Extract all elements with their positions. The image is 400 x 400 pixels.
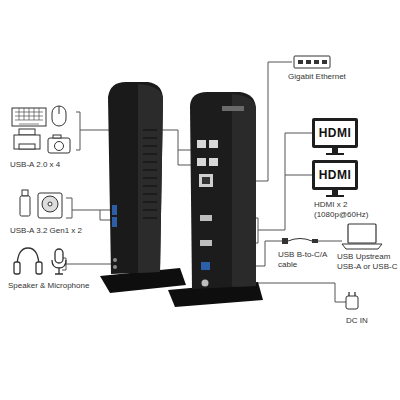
front-dock xyxy=(100,82,186,293)
usb-cable-icon xyxy=(282,238,318,244)
ethernet-port xyxy=(199,174,213,187)
printer-tray xyxy=(19,144,35,149)
dock-body xyxy=(108,82,163,274)
dc-jack xyxy=(202,280,209,287)
dock-body xyxy=(190,92,256,289)
leader-lines xyxy=(62,62,346,302)
port-label: USB Upstream USB-A or USB-C xyxy=(337,252,400,272)
monitor-stand xyxy=(332,190,338,195)
port-label: DC IN xyxy=(346,316,386,326)
monitor-foot xyxy=(326,195,344,197)
mouse-button xyxy=(59,106,60,114)
usb-port xyxy=(209,140,218,148)
microphone-icon xyxy=(55,249,63,263)
usb2-devices xyxy=(12,106,70,153)
flash-drive-cap xyxy=(22,190,28,196)
ethernet-port-inner xyxy=(202,177,210,184)
audio-jack xyxy=(113,258,117,262)
monitor-foot xyxy=(326,153,344,155)
usb3-leader xyxy=(66,198,114,220)
ethernet-device xyxy=(294,56,330,68)
camera-icon xyxy=(48,138,70,153)
audio-devices xyxy=(14,248,66,274)
usb-port xyxy=(197,158,206,166)
monitor-text: HDMI xyxy=(319,168,352,182)
port-label: USB-A 2.0 x 4 xyxy=(10,160,90,170)
audio-jack xyxy=(113,265,117,269)
network-switch-icon xyxy=(294,56,330,68)
usb3-port xyxy=(112,217,117,227)
port-label: Speaker & Microphone xyxy=(8,281,108,291)
hdmi-monitor: HDMI xyxy=(312,160,358,190)
hard-drive-platter xyxy=(42,196,58,212)
camera-lens xyxy=(55,142,64,151)
keyboard-keys xyxy=(15,108,43,124)
printer-paper xyxy=(19,129,35,135)
audio-leader xyxy=(62,258,114,270)
mouse-icon xyxy=(52,106,66,126)
dock-badge xyxy=(222,106,244,111)
headphone-cup xyxy=(36,262,42,274)
usb-port xyxy=(209,158,218,166)
usb3-devices xyxy=(20,190,62,218)
port-label: USB-A 3.2 Gen1 x 2 xyxy=(10,226,100,236)
dock-side xyxy=(232,94,256,287)
usb-port xyxy=(197,140,206,148)
hard-drive-icon xyxy=(38,193,62,218)
flash-drive-icon xyxy=(20,196,30,216)
monitor-stand xyxy=(332,148,338,153)
port-label: USB B-to-C/A cable xyxy=(278,250,336,270)
port-label: HDMI x 2 (1080p@60Hz) xyxy=(314,200,370,220)
camera-top xyxy=(53,135,61,138)
usb3-port xyxy=(112,205,117,215)
keyboard-icon xyxy=(12,108,46,126)
hdmi-port xyxy=(200,215,212,221)
monitor-text: HDMI xyxy=(319,126,352,140)
dock-vents xyxy=(143,130,157,218)
hdmi-monitor: HDMI xyxy=(312,118,358,148)
hard-drive-spindle xyxy=(48,202,52,206)
port-label: Gigabit Ethernet xyxy=(288,72,368,82)
laptop-icon xyxy=(342,224,382,249)
headphone-cup xyxy=(14,262,20,274)
microphone-stand xyxy=(52,260,66,274)
usb-b-port xyxy=(201,262,210,270)
dc-adapter-icon xyxy=(346,292,358,309)
dock-side xyxy=(138,84,163,273)
printer-icon xyxy=(14,135,40,149)
hdmi-port xyxy=(200,240,212,246)
